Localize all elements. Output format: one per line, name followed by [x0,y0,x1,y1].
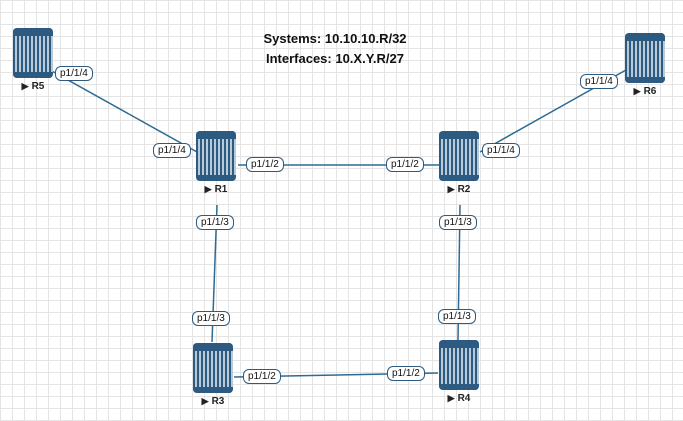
router-r3[interactable]: ▶R3 [193,343,233,407]
router-icon [196,131,236,181]
router-label: R5 [31,81,45,92]
port-label-r1-to-r3[interactable]: p1/1/3 [196,215,234,230]
play-icon: ▶ [201,396,209,406]
port-label-r2-to-r6[interactable]: p1/1/4 [482,143,520,158]
router-icon [439,340,479,390]
router-label: R4 [457,393,471,404]
interfaces-addressing-note: Interfaces: 10.X.Y.R/27 [265,51,405,66]
router-r5[interactable]: ▶R5 [13,28,53,92]
router-r6[interactable]: ▶R6 [625,33,665,97]
router-icon [439,131,479,181]
play-icon: ▶ [204,184,212,194]
play-icon: ▶ [447,393,455,403]
port-label-r5-to-r1[interactable]: p1/1/4 [55,66,93,81]
router-label: R6 [643,86,657,97]
play-icon: ▶ [633,86,641,96]
port-label-r1-to-r2[interactable]: p1/1/2 [246,157,284,172]
router-label: R2 [457,184,471,195]
port-label-r4-to-r3[interactable]: p1/1/2 [387,366,425,381]
port-label-r6-to-r2[interactable]: p1/1/4 [580,74,618,89]
router-icon [193,343,233,393]
router-icon [625,33,665,83]
router-label: R3 [211,396,225,407]
router-icon [13,28,53,78]
router-r4[interactable]: ▶R4 [439,340,479,404]
port-label-r4-to-r2[interactable]: p1/1/3 [438,309,476,324]
link-r5-r1[interactable] [49,69,198,153]
port-label-r2-to-r4[interactable]: p1/1/3 [439,215,477,230]
port-label-r3-to-r1[interactable]: p1/1/3 [192,311,230,326]
play-icon: ▶ [21,81,29,91]
port-label-r2-to-r1[interactable]: p1/1/2 [386,157,424,172]
port-label-r1-to-r5[interactable]: p1/1/4 [153,143,191,158]
play-icon: ▶ [447,184,455,194]
port-label-r3-to-r4[interactable]: p1/1/2 [243,369,281,384]
router-r1[interactable]: ▶R1 [196,131,236,195]
router-label: R1 [214,184,228,195]
router-r2[interactable]: ▶R2 [439,131,479,195]
systems-addressing-note: Systems: 10.10.10.R/32 [263,31,407,46]
